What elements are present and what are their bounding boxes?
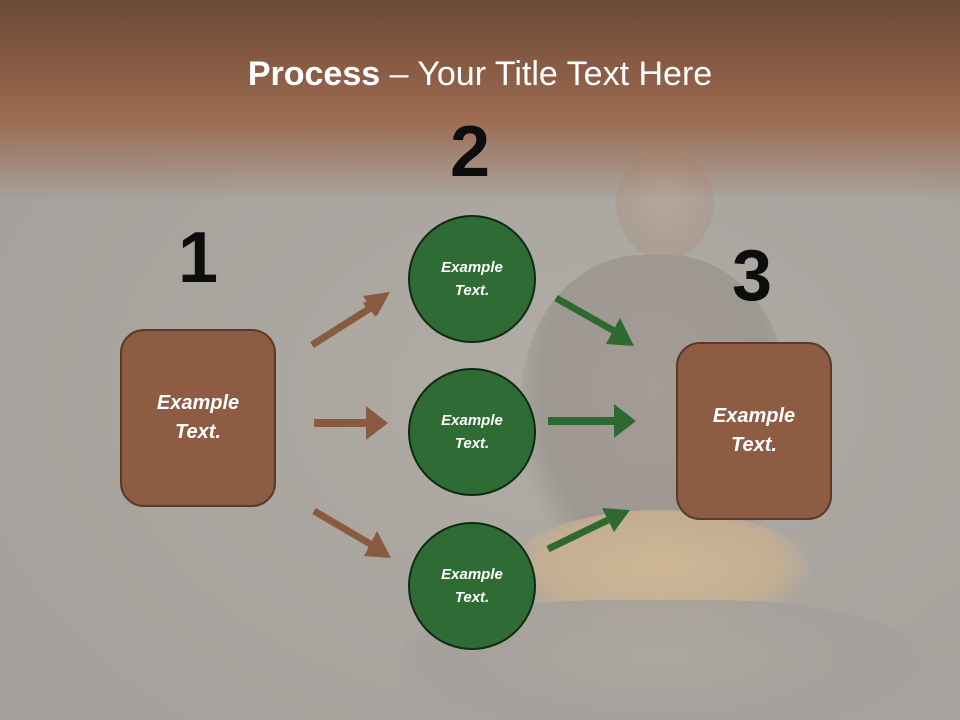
arrow-up-right-brown-head bbox=[363, 292, 390, 316]
circle-middle-text: Example Text. bbox=[441, 412, 503, 452]
arrow-right-brown-head bbox=[366, 406, 388, 440]
left-box-text: Example Text. bbox=[156, 392, 240, 443]
circle-top: Example Text. bbox=[408, 215, 536, 343]
arrow-up-right-green-shaft bbox=[546, 516, 610, 553]
right-box-text: Example Text. bbox=[712, 405, 796, 456]
step-number-1: 1 bbox=[178, 218, 219, 298]
circle-bottom-text: Example Text. bbox=[441, 566, 503, 606]
arrow-right-green-head bbox=[614, 404, 636, 438]
step-number-3: 3 bbox=[732, 236, 773, 316]
title-band bbox=[0, 0, 960, 200]
title-rest: – Your Title Text Here bbox=[380, 55, 713, 93]
slide-title: Process – Your Title Text Here bbox=[0, 52, 960, 96]
arrow-down-right-brown-shaft bbox=[312, 507, 374, 549]
circle-middle: Example Text. bbox=[408, 368, 536, 496]
arrow-up-right-green-head bbox=[602, 508, 630, 532]
circle-top-text: Example Text. bbox=[441, 259, 503, 299]
brown-arrows bbox=[310, 292, 391, 558]
arrow-up-right-brown-shaft bbox=[310, 304, 374, 348]
right-box: Example Text. bbox=[676, 342, 832, 520]
title-bold: Process bbox=[247, 55, 381, 93]
arrow-down-right-green-head bbox=[606, 318, 634, 346]
left-box: Example Text. bbox=[120, 329, 276, 507]
arrow-down-right-green-shaft bbox=[554, 294, 618, 336]
circle-bottom: Example Text. bbox=[408, 522, 536, 650]
arrow-down-right-brown-head bbox=[364, 531, 391, 558]
step-number-2: 2 bbox=[450, 112, 491, 192]
green-arrows bbox=[546, 294, 636, 553]
